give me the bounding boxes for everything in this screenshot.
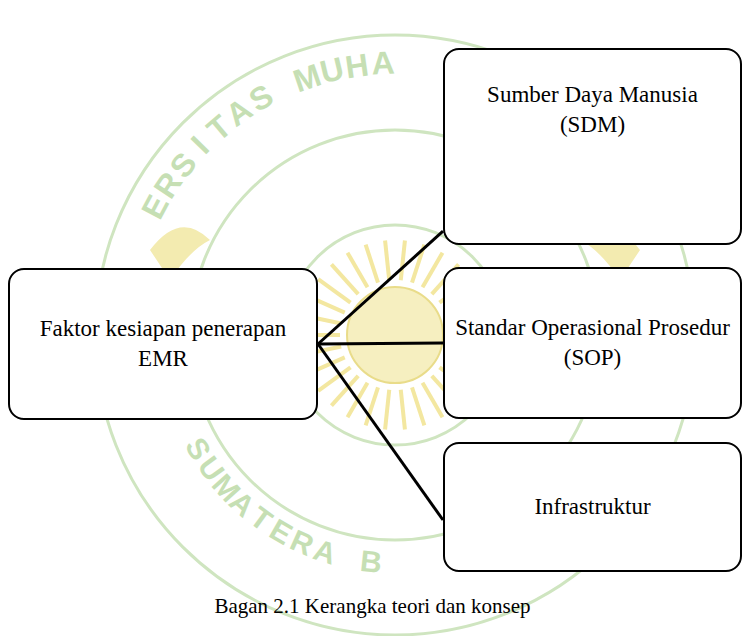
connector-line bbox=[318, 343, 443, 344]
figure-caption: Bagan 2.1 Kerangka teori dan konsep bbox=[0, 594, 745, 619]
sdm-box: Sumber Daya Manusia (SDM) bbox=[443, 48, 742, 245]
factor-box: Faktor kesiapan penerapan EMR bbox=[8, 268, 318, 420]
connector-line bbox=[318, 344, 443, 520]
box-label: Standar Operasional Prosedur (SOP) bbox=[445, 313, 740, 373]
connector-line bbox=[318, 231, 443, 344]
box-label: Infrastruktur bbox=[524, 492, 660, 522]
box-label: Sumber Daya Manusia (SDM) bbox=[445, 80, 740, 140]
infrastructure-box: Infrastruktur bbox=[443, 442, 742, 572]
sop-box: Standar Operasional Prosedur (SOP) bbox=[443, 267, 742, 419]
logo-sun bbox=[347, 287, 443, 383]
box-label: Faktor kesiapan penerapan EMR bbox=[10, 314, 316, 374]
